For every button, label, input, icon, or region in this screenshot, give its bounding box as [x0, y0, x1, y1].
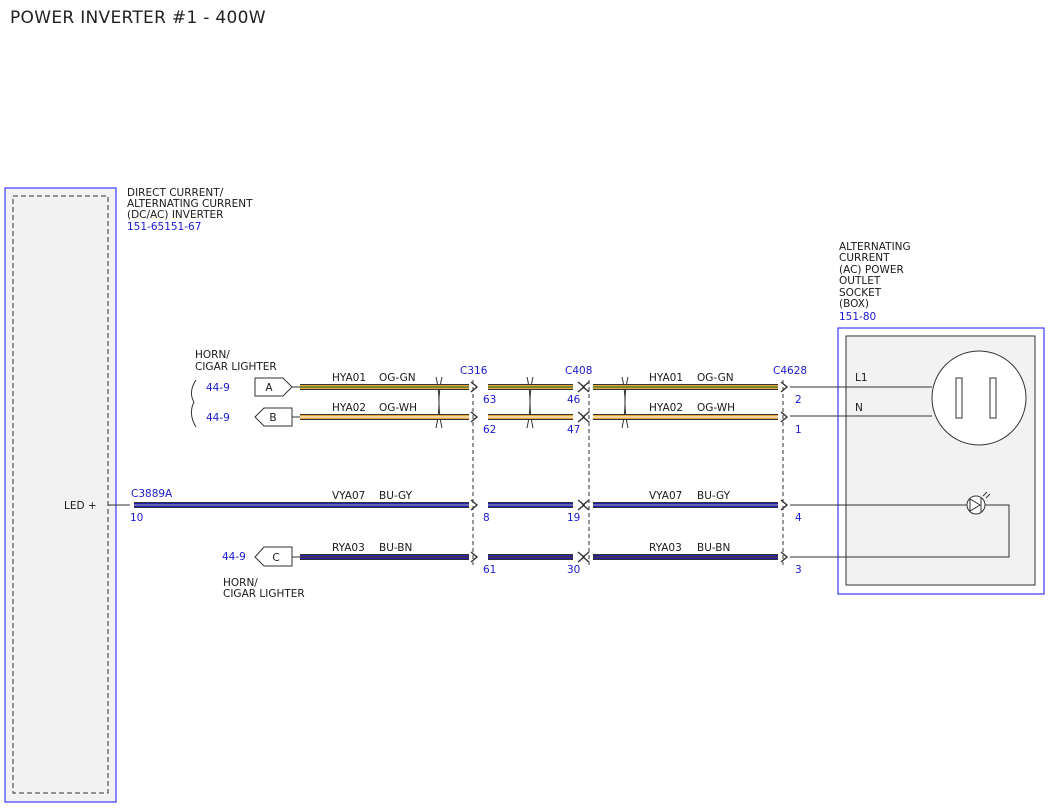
- socket-symbol: [931, 350, 1027, 446]
- wire-circuit-label: HYA01: [332, 372, 366, 384]
- pin-number-c4628: 2: [795, 394, 802, 406]
- pin-number-c4628: 4: [795, 512, 802, 524]
- pin-number-c408: 30: [567, 564, 580, 576]
- connector-arrow-icon: [470, 499, 479, 511]
- pin-number-c316: 62: [483, 424, 496, 436]
- horn-label-bottom-line-2: CIGAR LIGHTER: [223, 588, 305, 600]
- wire-circuit-label: VYA07: [332, 490, 365, 502]
- page-title: POWER INVERTER #1 - 400W: [10, 8, 266, 28]
- outlet-name-line-4: OUTLET: [839, 275, 881, 287]
- outlet-name-line-1: ALTERNATING: [839, 241, 911, 253]
- horn-ref-c[interactable]: 44-9: [222, 551, 246, 563]
- wire-color-label: BU-BN: [697, 542, 730, 554]
- outlet-name-line-5: SOCKET: [839, 287, 882, 299]
- outlet-ref[interactable]: 151-80: [839, 311, 876, 323]
- connector-arrow-icon: [780, 411, 789, 423]
- horn-ref-a[interactable]: 44-9: [206, 382, 230, 394]
- twisted-pair-icon: [435, 376, 629, 429]
- terminal-l1-label: L1: [855, 372, 868, 384]
- connector-arrow-icon: [470, 381, 479, 393]
- brace-icon: [190, 379, 197, 428]
- wire-circuit-label: VYA07: [649, 490, 682, 502]
- pin-number-c4628: 1: [795, 424, 802, 436]
- connector-arrow-icon: [581, 411, 590, 423]
- svg-text:C: C: [272, 552, 279, 564]
- connector-c3889a[interactable]: C3889A: [131, 488, 173, 500]
- outlet-name-line-3: (AC) POWER: [839, 264, 904, 276]
- connector-arrow-icon: [581, 499, 590, 511]
- connector-arrow-icon: [581, 551, 590, 563]
- inverter-name-line-3: (DC/AC) INVERTER: [127, 209, 223, 221]
- connector-arrow-icon: [470, 411, 479, 423]
- wire-color-label: OG-WH: [697, 402, 735, 414]
- pin-number-c316: 61: [483, 564, 496, 576]
- inverter-pin-label: LED +: [64, 500, 97, 512]
- terminal-tag-a: A: [254, 377, 293, 397]
- connector-arrow-icon: [581, 381, 590, 393]
- terminal-tag-b: B: [254, 407, 293, 427]
- wire-circuit-label: HYA02: [332, 402, 366, 414]
- inverter-ref[interactable]: 151-65151-67: [127, 221, 201, 233]
- wire-color-label: OG-WH: [379, 402, 417, 414]
- connector-c4628[interactable]: C4628: [773, 365, 807, 377]
- wire-color-label: BU-GY: [697, 490, 731, 502]
- wire-color-label: OG-GN: [697, 372, 734, 384]
- connector-arrow-icon: [470, 551, 479, 563]
- wire-circuit-label: RYA03: [649, 542, 682, 554]
- terminal-tag-c: C: [254, 546, 293, 567]
- wire-color-label: OG-GN: [379, 372, 416, 384]
- outlet-name-line-2: CURRENT: [839, 252, 890, 264]
- connector-c3889a-pin: 10: [130, 512, 143, 524]
- horn-label-bottom-line-1: HORN/: [223, 577, 258, 589]
- terminal-n-label: N: [855, 402, 863, 414]
- inverter-name-line-1: DIRECT CURRENT/: [127, 187, 224, 199]
- wire-color-label: BU-BN: [379, 542, 412, 554]
- pin-number-c408: 46: [567, 394, 581, 406]
- pin-number-c408: 47: [567, 424, 580, 436]
- pin-number-c408: 19: [567, 512, 580, 524]
- pin-number-c316: 63: [483, 394, 496, 406]
- outlet-name-line-6: (BOX): [839, 298, 869, 310]
- horn-label-top-line-2: CIGAR LIGHTER: [195, 361, 277, 373]
- horn-ref-b[interactable]: 44-9: [206, 412, 230, 424]
- inverter-module[interactable]: [4, 187, 117, 803]
- connector-c316[interactable]: C316: [460, 365, 488, 377]
- wire-circuit-label: HYA02: [649, 402, 683, 414]
- wire-circuit-label: HYA01: [649, 372, 683, 384]
- connector-c408[interactable]: C408: [565, 365, 592, 377]
- wire-circuit-label: RYA03: [332, 542, 365, 554]
- horn-label-top-line-1: HORN/: [195, 349, 230, 361]
- pin-number-c4628: 3: [795, 564, 802, 576]
- wire-color-label: BU-GY: [379, 490, 413, 502]
- pin-number-c316: 8: [483, 512, 490, 524]
- inverter-name-line-2: ALTERNATING CURRENT: [127, 198, 253, 210]
- connector-arrow-icon: [780, 381, 789, 393]
- svg-text:B: B: [269, 412, 276, 424]
- svg-text:A: A: [265, 382, 273, 394]
- connector-arrow-icon: [780, 551, 789, 563]
- connector-arrow-icon: [780, 499, 789, 511]
